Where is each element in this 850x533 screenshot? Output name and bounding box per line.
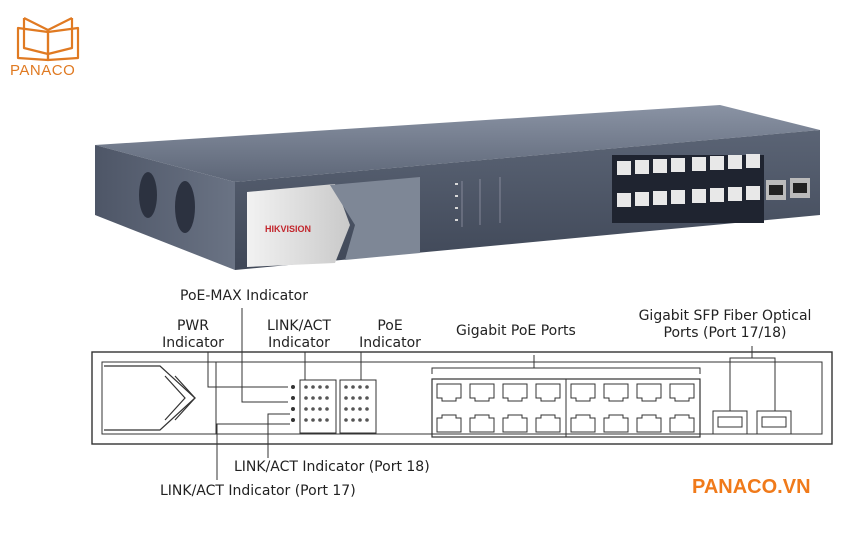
link-act-port17-label: LINK/ACT Indicator (Port 17) [160, 483, 356, 499]
sfp-ports-label: Gigabit SFP Fiber Optical Ports (Port 17… [620, 308, 830, 342]
poe-label-line1: PoE [377, 318, 403, 334]
link-act-label-line1: LINK/ACT [267, 318, 331, 334]
link-act-indicator-label: LINK/ACT Indicator [256, 318, 342, 352]
link-act-port18-label: LINK/ACT Indicator (Port 18) [234, 459, 430, 475]
sfp-label-line2: Ports (Port 17/18) [663, 325, 787, 341]
chevron-icon [104, 365, 196, 431]
brand-name: PANACO [10, 62, 76, 79]
sfp-port-icon [712, 410, 792, 435]
book-logo-icon [16, 17, 80, 62]
pwr-label-line1: PWR [176, 318, 209, 334]
poe-label-line2: Indicator [359, 335, 421, 351]
poe-max-indicator-label: PoE-MAX Indicator [180, 288, 308, 304]
front-panel-diagram [91, 308, 833, 480]
link-act-label-line2: Indicator [268, 335, 330, 351]
switch-photo: HIKVISION [95, 105, 820, 270]
vent-grille [139, 172, 195, 233]
website-watermark: PANACO.VN [692, 476, 811, 498]
photo-ports [617, 154, 760, 207]
pwr-indicator-label: PWR Indicator [148, 318, 238, 352]
poe-indicator-label: PoE Indicator [350, 318, 430, 352]
gigabit-poe-ports-label: Gigabit PoE Ports [456, 323, 576, 339]
sfp-label-line1: Gigabit SFP Fiber Optical [638, 308, 812, 324]
hikvision-logo: HIKVISION [265, 224, 311, 234]
pwr-label-line2: Indicator [162, 335, 224, 351]
rj45-port-icon [436, 383, 695, 433]
